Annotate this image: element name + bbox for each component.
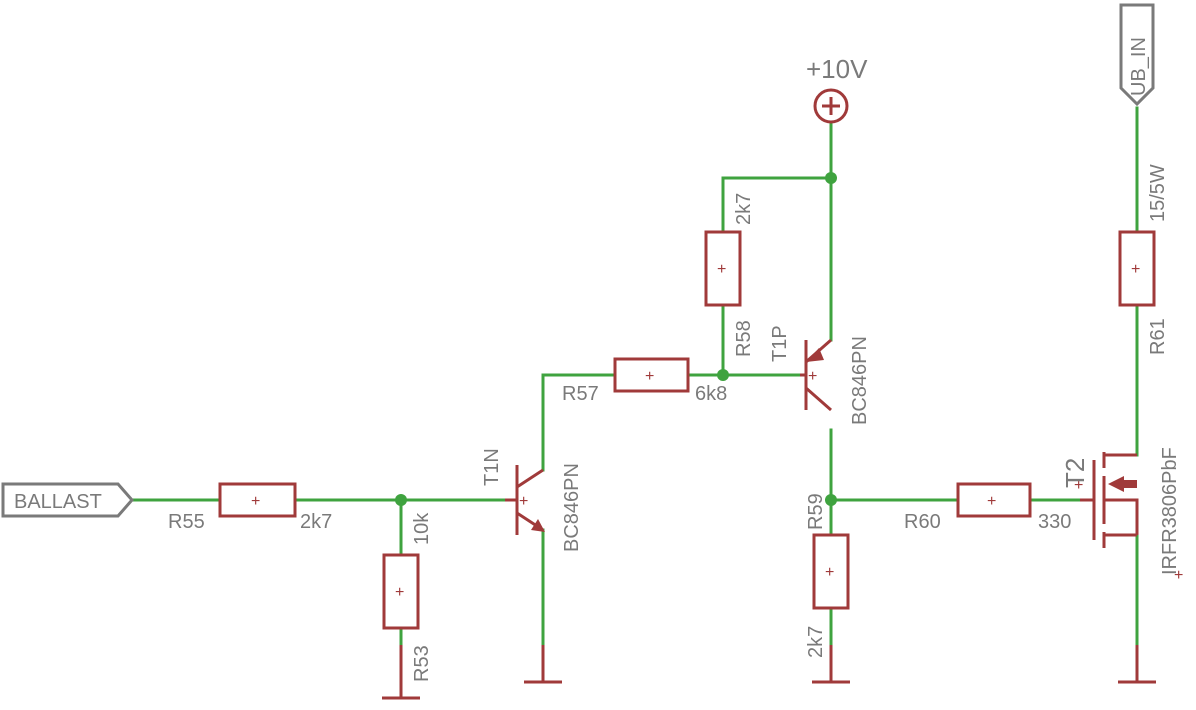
svg-text:+: + (1174, 567, 1183, 584)
supply-10v-label: +10V (806, 54, 868, 84)
r53-value: 10k (411, 512, 433, 545)
svg-text:+: + (1074, 477, 1083, 494)
transistor-t1p[interactable]: + T1P BC846PN (769, 325, 871, 425)
r53-name: R53 (411, 645, 433, 682)
port-ub-in[interactable]: UB_IN (1119, 3, 1155, 107)
wires (130, 106, 1139, 647)
supply-10v: +10V (806, 54, 868, 124)
ground-t1n (524, 645, 562, 684)
svg-text:+: + (717, 261, 726, 278)
resistor-r57[interactable]: + R57 6k8 (562, 357, 727, 405)
r58-name: R58 (733, 320, 755, 357)
ground-r53 (382, 645, 420, 700)
junction-r59-r60 (825, 494, 837, 506)
t1n-type: BC846PN (561, 463, 583, 552)
ground-t2 (1118, 645, 1156, 684)
ground-r59 (812, 645, 850, 684)
t2-name: T2 (1060, 458, 1090, 488)
t1p-type: BC846PN (849, 336, 871, 425)
junction-r57-r58 (717, 369, 729, 381)
r60-value: 330 (1038, 511, 1071, 533)
svg-text:+: + (645, 368, 654, 385)
transistor-t1n[interactable]: + T1N BC846PN (481, 448, 583, 552)
r57-value: 6k8 (695, 383, 727, 405)
port-ub-in-label: UB_IN (1128, 37, 1150, 96)
svg-text:+: + (395, 584, 404, 601)
r58-value: 2k7 (733, 193, 755, 225)
t2-type: IRFR3806PbF (1159, 447, 1181, 575)
r55-value: 2k7 (300, 511, 332, 533)
junction-r55-r53 (395, 494, 407, 506)
r55-name: R55 (168, 511, 205, 533)
resistor-r60[interactable]: + R60 330 (904, 482, 1071, 533)
port-ballast-label: BALLAST (14, 491, 102, 513)
t1p-name: T1P (769, 325, 791, 362)
t1n-name: T1N (481, 448, 503, 486)
svg-text:+: + (519, 493, 528, 510)
junction-10v (825, 172, 837, 184)
r60-name: R60 (904, 511, 941, 533)
svg-text:+: + (987, 493, 996, 510)
svg-text:+: + (251, 493, 260, 510)
r59-name: R59 (805, 493, 827, 530)
ground-symbols (382, 645, 1156, 700)
resistor-r59[interactable]: + R59 2k7 (805, 493, 850, 658)
svg-text:+: + (808, 368, 817, 385)
r61-name: R61 (1147, 318, 1169, 355)
svg-text:+: + (1131, 261, 1140, 278)
r61-value: 15/5W (1147, 164, 1169, 222)
port-ballast[interactable]: BALLAST (1, 482, 134, 518)
resistor-r58[interactable]: + 2k7 R58 (704, 193, 755, 357)
mosfet-t2[interactable]: + + T2 IRFR3806PbF (1060, 447, 1183, 584)
svg-text:+: + (825, 564, 834, 581)
r59-value: 2k7 (805, 626, 827, 658)
resistor-r55[interactable]: + R55 2k7 (168, 482, 332, 533)
resistor-r53[interactable]: + 10k R53 (382, 512, 433, 682)
r57-name: R57 (562, 383, 599, 405)
resistor-r61[interactable]: + 15/5W R61 (1118, 164, 1169, 355)
